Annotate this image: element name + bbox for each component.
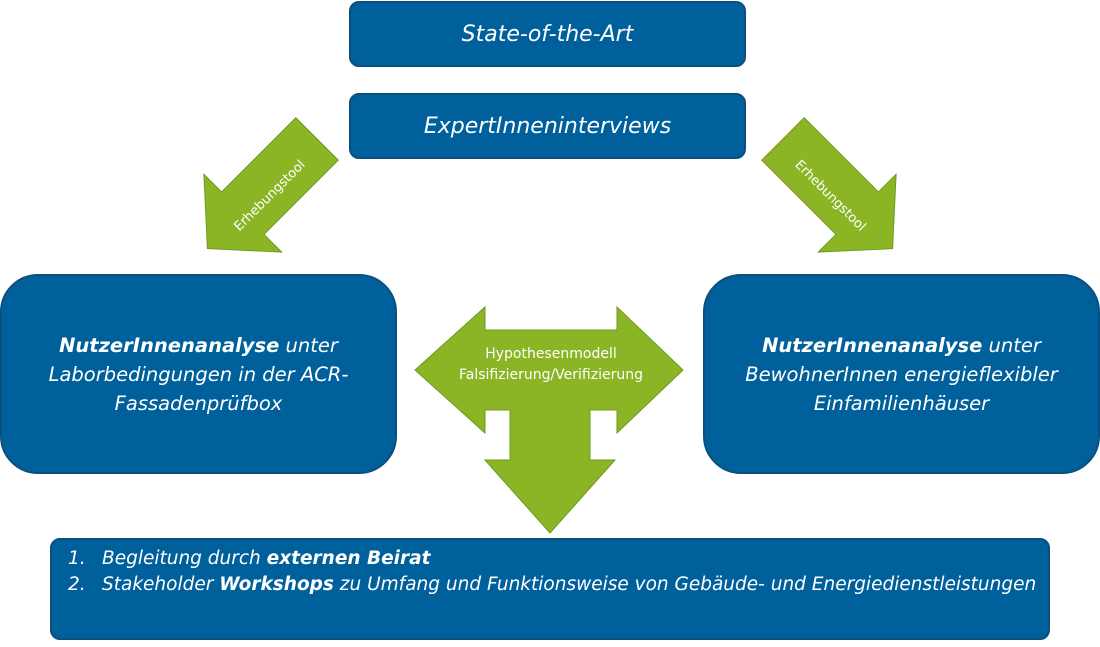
right-box-bold: NutzerInnenanalyse bbox=[762, 333, 983, 357]
right-erhebungstool-arrow bbox=[761, 117, 897, 253]
list-number: 1. bbox=[68, 548, 86, 569]
list-text-post: zu Umfang und Funktionsweise von Gebäude… bbox=[333, 574, 1037, 595]
activities-list: 1. Begleitung durch externen Beirat 2. S… bbox=[68, 546, 1048, 598]
left-box-line3: Fassadenprüfbox bbox=[114, 391, 283, 415]
list-item: 1. Begleitung durch externen Beirat bbox=[68, 546, 1048, 572]
expert-interviews-box: ExpertInneninterviews bbox=[349, 93, 746, 159]
hypothesis-model-label: Hypothesenmodell bbox=[485, 346, 617, 362]
list-text: Stakeholder bbox=[102, 574, 220, 595]
left-box-line2: Laborbedingungen in der ACR- bbox=[48, 362, 349, 386]
right-user-analysis-box: NutzerInnenanalyse unter BewohnerInnen e… bbox=[703, 274, 1100, 474]
right-box-line2: BewohnerInnen energieflexibler bbox=[745, 362, 1058, 386]
right-box-line1-rest: unter bbox=[982, 333, 1041, 357]
expert-interviews-label: ExpertInneninterviews bbox=[423, 113, 672, 139]
center-hypothesis-arrow bbox=[414, 305, 684, 534]
left-erhebungstool-arrow bbox=[203, 117, 339, 253]
left-box-line1-rest: unter bbox=[279, 333, 338, 357]
list-number: 2. bbox=[68, 574, 86, 595]
state-of-the-art-label: State-of-the-Art bbox=[461, 21, 634, 47]
center-arrow-text: Hypothesenmodell Falsifizierung/Verifizi… bbox=[433, 344, 669, 386]
state-of-the-art-box: State-of-the-Art bbox=[349, 1, 746, 67]
right-box-line3: Einfamilienhäuser bbox=[813, 391, 990, 415]
falsification-label: Falsifizierung/Verifizierung bbox=[458, 367, 643, 383]
list-text: Begleitung durch bbox=[102, 548, 267, 569]
list-bold-text: Workshops bbox=[219, 574, 334, 595]
left-user-analysis-box: NutzerInnenanalyse unter Laborbedingunge… bbox=[0, 274, 397, 474]
list-item: 2. Stakeholder Workshops zu Umfang und F… bbox=[68, 572, 1048, 598]
bottom-activities-box: 1. Begleitung durch externen Beirat 2. S… bbox=[50, 538, 1050, 640]
list-bold-text: externen Beirat bbox=[266, 548, 431, 569]
left-box-bold: NutzerInnenanalyse bbox=[59, 333, 280, 357]
